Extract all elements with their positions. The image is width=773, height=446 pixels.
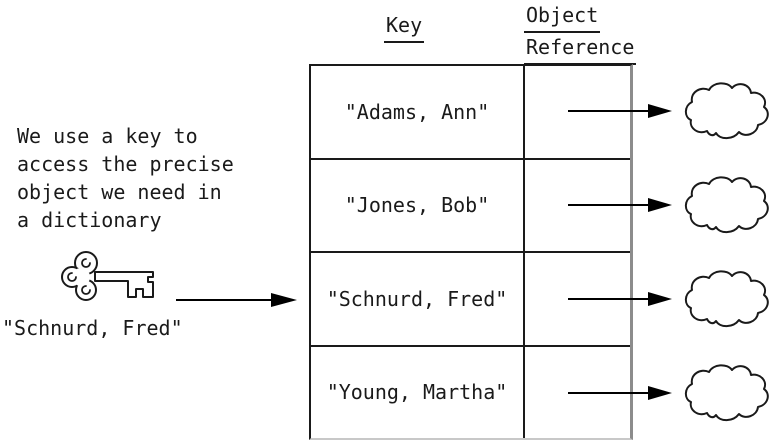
table-row: "Jones, Bob" [311,157,630,251]
object-cloud-icon [684,270,769,328]
column-header-key: Key [384,11,425,43]
reference-arrow-icon [568,386,672,400]
column-header-key-label: Key [384,11,425,43]
reference-arrow-icon [568,292,672,306]
key-value-label: "Schnurd, Fred" [2,316,183,340]
caption-text: We use a key to access the precise objec… [17,124,234,232]
table-row: "Young, Martha" [311,344,630,438]
table-row: "Adams, Ann" [311,66,630,158]
skeleton-key-icon [61,251,154,301]
key-cell: "Schnurd, Fred" [311,253,525,345]
key-cell: "Young, Martha" [311,346,525,438]
column-header-object-label: Object [524,1,601,33]
table-row: "Schnurd, Fred" [311,251,630,345]
reference-arrow-icon [568,104,672,118]
object-cloud-icon [684,82,769,140]
dictionary-table: "Adams, Ann" "Jones, Bob" "Schnurd, Fred… [309,64,633,440]
reference-arrow-icon [568,198,672,212]
object-cloud-icon [684,176,769,234]
column-header-object-reference: Object Reference [524,1,637,65]
key-cell: "Adams, Ann" [311,66,525,158]
key-to-table-arrow-icon [176,293,297,307]
object-cloud-icon [684,364,769,422]
column-header-reference-label: Reference [524,33,637,65]
key-cell: "Jones, Bob" [311,159,525,251]
